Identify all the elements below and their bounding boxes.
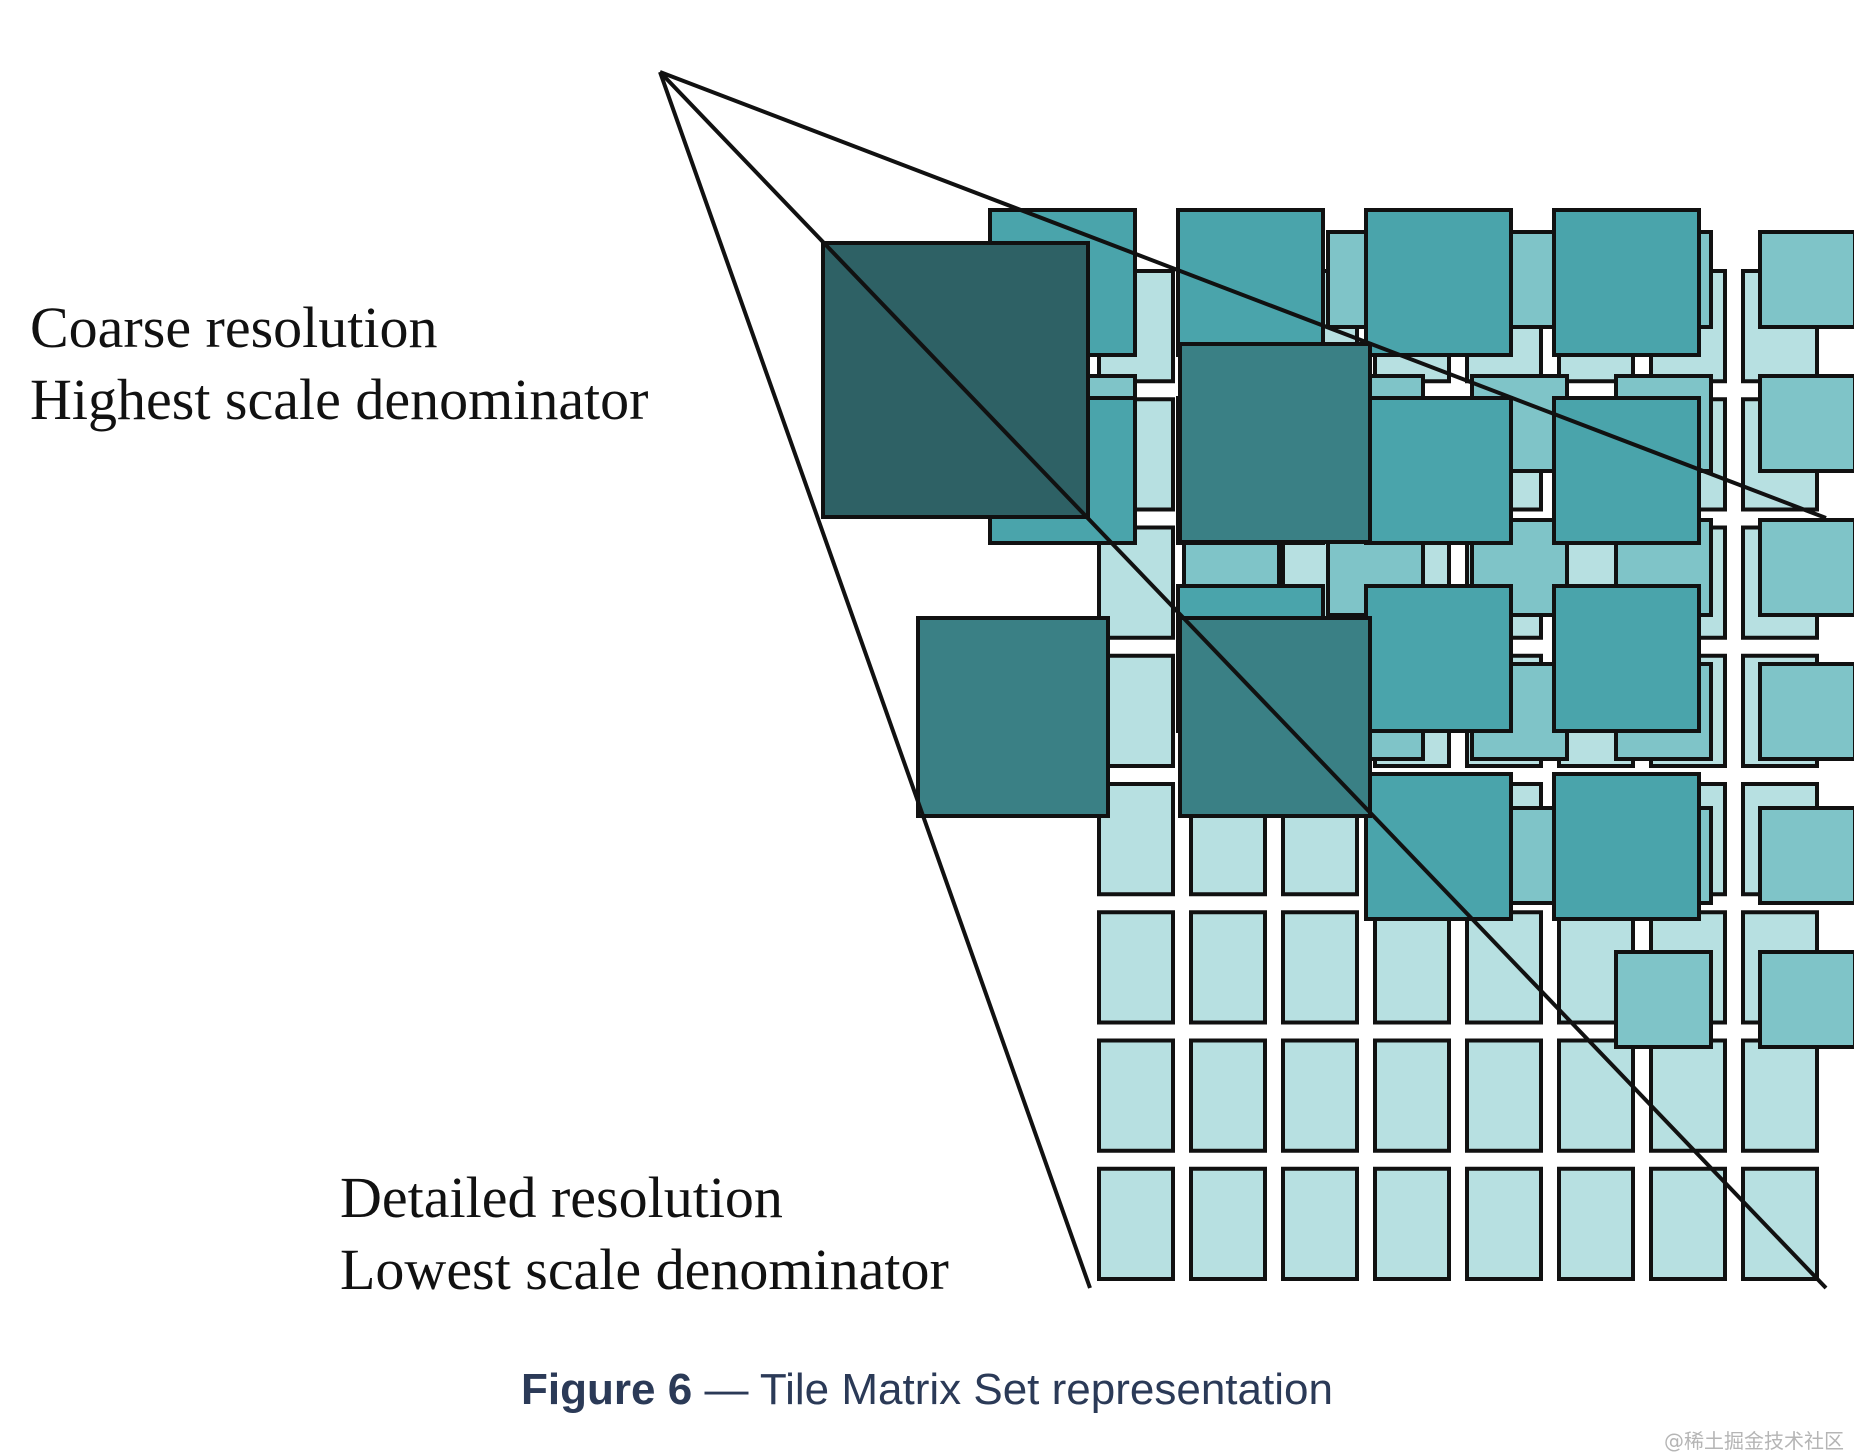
tile-level-4 <box>1465 910 1543 1025</box>
tile-level-3 <box>1758 950 1854 1049</box>
tile-level-3 <box>1758 806 1854 905</box>
tile-level-2 <box>1552 772 1701 921</box>
tile-level-4 <box>1097 782 1175 897</box>
tile-level-4 <box>1557 1038 1635 1153</box>
tile-level-4 <box>1189 910 1267 1025</box>
tile-level-4 <box>1373 1166 1451 1281</box>
tile-level-3 <box>1614 950 1713 1049</box>
pyramid-edge-line <box>658 70 1828 1290</box>
tile-level-1 <box>1178 616 1372 818</box>
tile-level-4 <box>1097 1038 1175 1153</box>
tile-level-4 <box>1741 1038 1819 1153</box>
tile-level-1 <box>916 616 1110 818</box>
tile-level-4 <box>1649 1038 1727 1153</box>
tile-level-3 <box>1758 662 1854 761</box>
caption-title: Tile Matrix Set representation <box>759 1365 1333 1414</box>
pyramid-edge-line <box>659 70 1827 520</box>
tile-level-4 <box>1189 1038 1267 1153</box>
tile-level-4 <box>1373 1038 1451 1153</box>
tile-level-4 <box>1373 910 1451 1025</box>
tile-grid <box>821 208 1854 1281</box>
figure-caption: Figure 6 — Tile Matrix Set representatio… <box>0 1365 1854 1415</box>
tile-level-4 <box>1189 1166 1267 1281</box>
tile-level-4 <box>1649 1166 1727 1281</box>
tile-level-3 <box>1758 518 1854 617</box>
tile-level-3 <box>1758 374 1854 473</box>
figure-number: Figure 6 <box>521 1365 693 1414</box>
tile-level-2 <box>1364 396 1513 545</box>
tile-level-2 <box>1364 584 1513 733</box>
tile-level-4 <box>1281 1166 1359 1281</box>
tile-level-2 <box>1364 208 1513 357</box>
highest-scale-line: Highest scale denominator <box>30 367 649 432</box>
tile-level-4 <box>1097 525 1175 640</box>
tile-level-3 <box>1758 230 1854 329</box>
tile-level-2 <box>1552 208 1701 357</box>
tile-level-2 <box>1552 584 1701 733</box>
tile-level-4 <box>1741 1166 1819 1281</box>
tile-level-4 <box>1097 653 1175 768</box>
tile-level-1 <box>1178 342 1372 544</box>
lowest-scale-line: Lowest scale denominator <box>340 1237 949 1302</box>
tile-level-2 <box>1552 396 1701 545</box>
tile-level-4 <box>1281 910 1359 1025</box>
tile-level-2 <box>1364 772 1513 921</box>
coarse-resolution-line: Coarse resolution <box>30 295 438 360</box>
watermark: @稀土掘金技术社区 <box>1664 1429 1844 1453</box>
tile-level-4 <box>1465 1166 1543 1281</box>
detailed-resolution-label: Detailed resolution Lowest scale denomin… <box>340 1162 949 1306</box>
detailed-resolution-line: Detailed resolution <box>340 1165 783 1230</box>
pyramid-edge-line <box>658 71 1092 1289</box>
tile-level-4 <box>1465 1038 1543 1153</box>
tile-level-4 <box>1097 910 1175 1025</box>
caption-separator: — <box>704 1365 749 1414</box>
tile-level-4 <box>1097 1166 1175 1281</box>
tile-level-4 <box>1281 1038 1359 1153</box>
tile-level-2 <box>1176 208 1325 357</box>
pyramid-lines <box>658 70 1828 1290</box>
tile-level-4 <box>1557 1166 1635 1281</box>
coarse-resolution-label: Coarse resolution Highest scale denomina… <box>30 292 649 436</box>
